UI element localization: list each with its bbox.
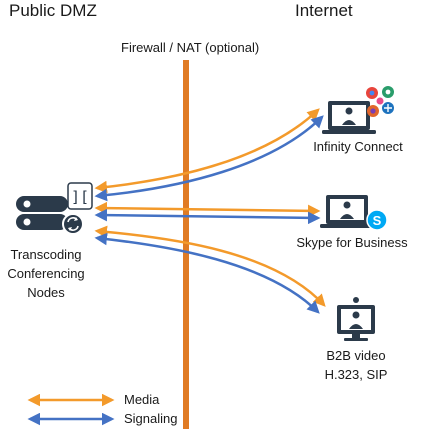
endpoint-label-skype: Skype for Business [296, 235, 408, 250]
browser-logos-icon [366, 86, 394, 117]
signaling-link-infinity [94, 115, 324, 202]
conferencing-nodes-label: Transcoding Conferencing Nodes [0, 245, 92, 302]
laptop-skype-icon: S [320, 195, 388, 231]
conferencing-label-line: Nodes [27, 285, 65, 300]
zone-title-internet: Internet [295, 1, 353, 20]
b2b-label-line: H.323, SIP [324, 367, 388, 382]
endpoint-label-infinity: Infinity Connect [313, 139, 403, 154]
conferencing-label-line: Conferencing [7, 266, 85, 281]
video-endpoint-icon [337, 297, 375, 341]
media-link-skype [94, 201, 321, 218]
signaling-link-b2b [94, 232, 320, 314]
laptop-user-icon [322, 101, 376, 134]
svg-text:S: S [373, 213, 382, 228]
b2b-label-line: B2B video [326, 348, 386, 363]
endpoint-label-b2b: B2B video H.323, SIP [306, 346, 406, 384]
server-stack-icon: ][ [16, 182, 93, 235]
svg-text:][: ][ [71, 188, 89, 206]
conferencing-label-line: Transcoding [10, 247, 82, 262]
legend-signaling-label: Signaling [124, 411, 178, 426]
firewall-label: Firewall / NAT (optional) [121, 40, 260, 55]
signaling-link-skype [94, 208, 321, 225]
firewall-bar [183, 60, 189, 429]
zone-title-dmz: Public DMZ [9, 1, 97, 20]
legend-media-label: Media [124, 392, 160, 407]
